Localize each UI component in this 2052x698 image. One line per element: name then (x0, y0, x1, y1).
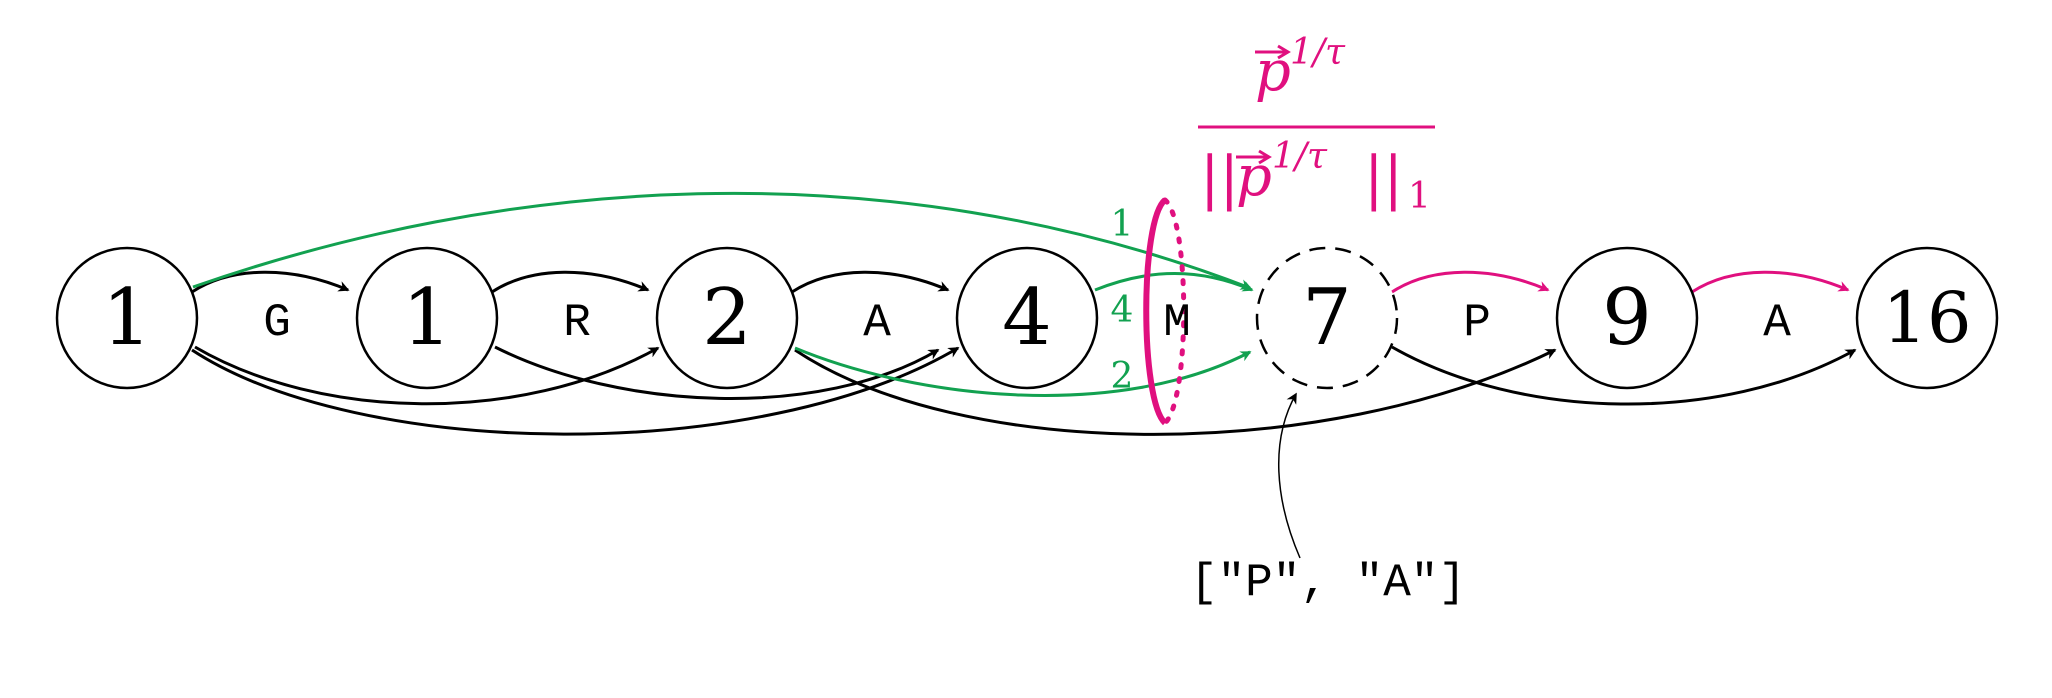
node-5-label: 9 (1602, 273, 1652, 363)
edge-1-skip-to-4 (191, 346, 960, 436)
weight-middle: 4 (1111, 290, 1134, 331)
formula-denominator-exp: 1/τ (1272, 136, 1328, 177)
vector-arrow-icon (1255, 44, 1291, 60)
green-edge-4-to-7 (1094, 272, 1254, 292)
node-0-label: 1 (102, 273, 152, 363)
node-6: 16 (1855, 246, 1999, 390)
weight-top: 1 (1111, 204, 1134, 245)
edge-1-to-1 (191, 270, 350, 294)
formula-numerator-exp: 1/τ (1290, 32, 1346, 73)
tokens: G R A M P A (263, 297, 1791, 349)
magenta-edge-7-to-9 (1391, 270, 1550, 294)
node-4-label: 7 (1302, 273, 1352, 363)
green-edge-1-to-7 (192, 191, 1252, 290)
annotation-pointer (1278, 392, 1301, 559)
edge-1-to-2 (491, 270, 650, 294)
weights: 1 4 2 (1111, 204, 1134, 397)
edge-2-to-4 (791, 270, 950, 294)
edge-2-skip-to-9 (794, 348, 1557, 436)
edge-1-skip-to-2 (194, 345, 660, 406)
token-4: P (1463, 297, 1491, 349)
aggregation-ellipse (1143, 197, 1187, 426)
node-4-candidate: 7 (1255, 246, 1399, 390)
green-edges (192, 191, 1254, 397)
formula-denominator-bars-right: || (1364, 144, 1403, 212)
token-5: A (1763, 297, 1791, 349)
node-5: 9 (1555, 246, 1699, 390)
black-edges (191, 270, 1857, 436)
magenta-edge-9-to-16 (1691, 270, 1850, 294)
node-0: 1 (55, 246, 199, 390)
node-3-label: 4 (1002, 273, 1052, 363)
formula-denominator-sub: 1 (1408, 176, 1431, 217)
token-3: M (1163, 297, 1191, 349)
edge-7-skip-to-16 (1391, 345, 1857, 406)
node-3: 4 (955, 246, 1099, 390)
edge-1b-skip-to-4 (494, 345, 940, 400)
ellipse-solid-half (1143, 197, 1168, 426)
token-2: A (863, 297, 891, 349)
node-1-label: 1 (402, 273, 452, 363)
token-0: G (263, 297, 291, 349)
normalization-formula: p 1/τ || p 1/τ || 1 (1198, 32, 1435, 217)
weight-bottom: 2 (1111, 356, 1134, 397)
annotation-text: ["P", "A"] (1190, 557, 1466, 609)
node-2-label: 2 (702, 273, 752, 363)
green-edge-2-to-7 (794, 346, 1252, 397)
annotation: ["P", "A"] (1190, 392, 1466, 609)
node-6-label: 16 (1882, 277, 1971, 359)
nodes: 1 1 2 4 7 9 16 (55, 246, 1999, 390)
formula-denominator-bars-left: || (1200, 144, 1239, 212)
node-1: 1 (355, 246, 499, 390)
token-1: R (563, 297, 591, 349)
ellipse-dotted-half (1162, 197, 1187, 426)
node-2: 2 (655, 246, 799, 390)
magenta-edges (1391, 270, 1850, 294)
vector-arrow-icon (1236, 149, 1272, 165)
